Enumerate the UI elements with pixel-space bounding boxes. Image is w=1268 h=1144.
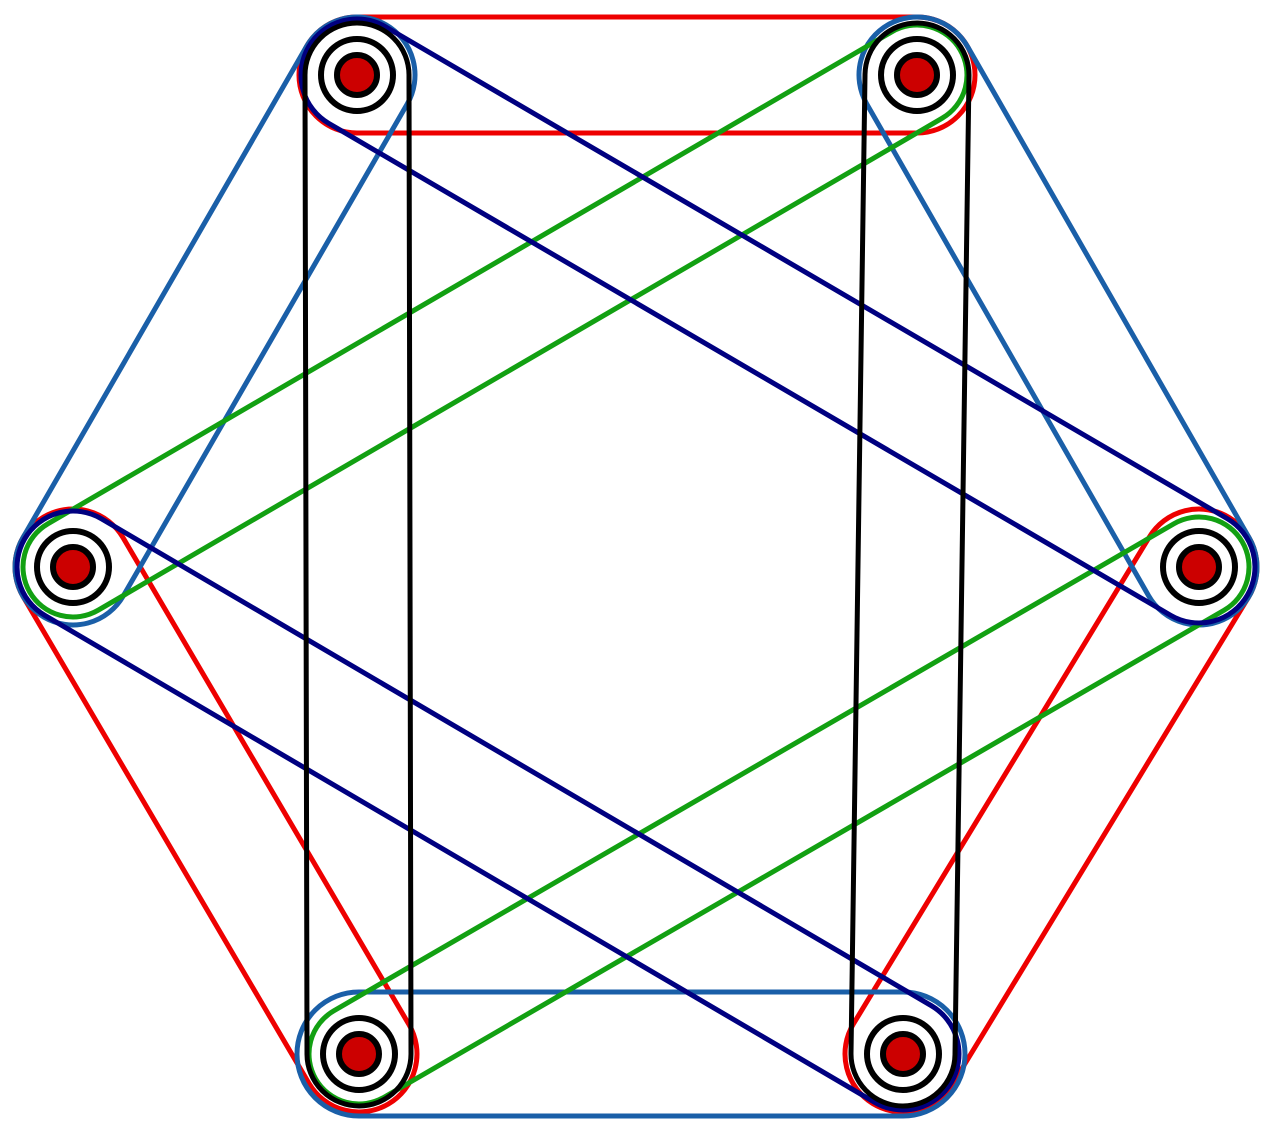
vertices	[34, 36, 1238, 1093]
vertex-dot	[1176, 544, 1222, 590]
vertex-dot	[894, 52, 940, 98]
hyperedge-navy-a	[298, 16, 1258, 626]
vertex-v6	[34, 528, 112, 606]
vertex-dot	[50, 544, 96, 590]
vertex-dot	[336, 1031, 382, 1077]
vertex-dot	[334, 52, 380, 98]
vertex-v4	[864, 1015, 942, 1093]
hyperedge-black-left	[302, 20, 414, 1109]
hyperedge-blue-bottom	[294, 989, 968, 1119]
vertex-v2	[878, 36, 956, 114]
vertex-v3	[1160, 528, 1238, 606]
hyperedge-navy-b	[14, 508, 962, 1113]
vertex-dot	[880, 1031, 926, 1077]
hyperedge-black-right	[848, 20, 972, 1109]
vertex-v5	[320, 1015, 398, 1093]
hyperedges	[12, 14, 1260, 1119]
vertex-v1	[318, 36, 396, 114]
